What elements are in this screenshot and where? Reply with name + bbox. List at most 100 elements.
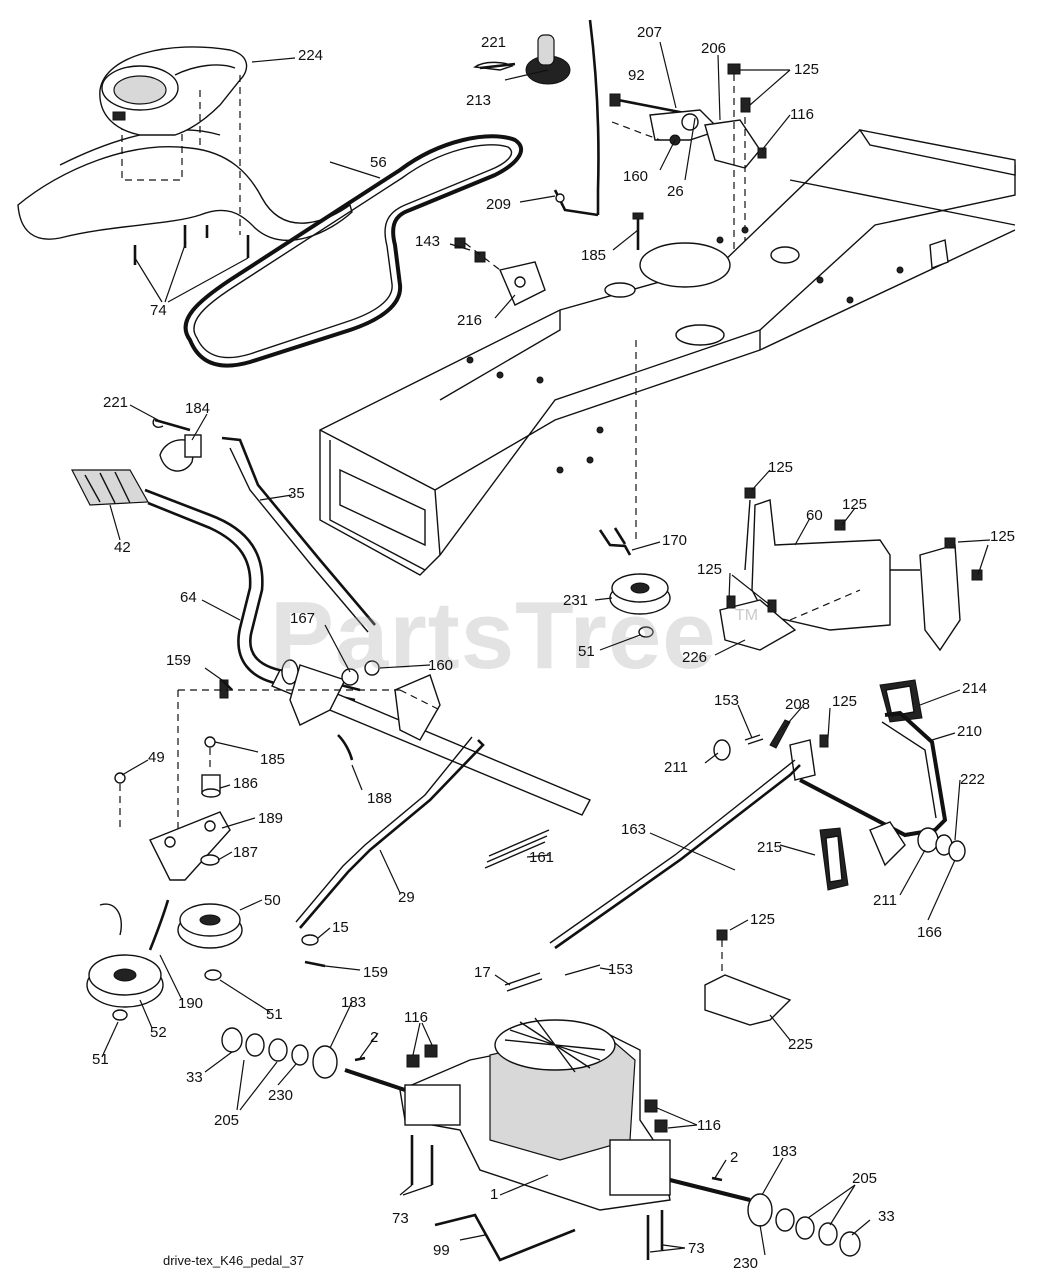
label-125: 125: [794, 61, 819, 78]
part-209-lever-rod: [553, 19, 600, 217]
label-1: 1: [490, 1186, 498, 1203]
part-213-knob: [525, 34, 571, 85]
fender-body: [17, 109, 353, 241]
label-50: 50: [264, 892, 281, 909]
label-2-right: 2: [730, 1149, 738, 1166]
label-33: 33: [186, 1069, 203, 1086]
label-73-right: 73: [688, 1240, 705, 1257]
part-189-plate: [149, 811, 231, 881]
part-190-spring: [99, 899, 170, 951]
part-215-pad: [819, 827, 849, 891]
part-159-bolt-lower: [304, 960, 326, 968]
label-184: 184: [185, 400, 210, 417]
part-159-bolt-upper: [221, 679, 233, 691]
label-207: 207: [637, 24, 662, 41]
label-214: 214: [962, 680, 987, 697]
part-226-plate: [719, 595, 797, 651]
label-60: 60: [806, 507, 823, 524]
label-51-mid: 51: [266, 1006, 283, 1023]
parts-right-axle-washers: [711, 1176, 861, 1257]
label-185-lower: 185: [260, 751, 285, 768]
label-35: 35: [288, 485, 305, 502]
part-224-dash-panel: [99, 46, 248, 235]
shaft-assembly: [177, 659, 591, 880]
part-29-rod: [295, 736, 485, 929]
label-125-frame-d: 125: [697, 561, 722, 578]
label-166: 166: [917, 924, 942, 941]
label-26: 26: [667, 183, 684, 200]
part-51-nut-mid: [204, 969, 222, 981]
part-52-pulley: [86, 954, 164, 1008]
label-73: 73: [392, 1210, 409, 1227]
parts-116-73-bolts: [406, 1044, 668, 1260]
label-2: 2: [370, 1029, 378, 1046]
label-167: 167: [290, 610, 315, 627]
label-185: 185: [581, 247, 606, 264]
part-216-bracket: [499, 261, 546, 306]
label-56: 56: [370, 154, 387, 171]
label-51-left: 51: [92, 1051, 109, 1068]
label-230-right: 230: [733, 1255, 758, 1272]
part-170-arm: [598, 340, 637, 556]
part-15-washer: [301, 934, 319, 946]
label-125-frame-c: 125: [990, 528, 1015, 545]
label-188: 188: [367, 790, 392, 807]
part-143-bolts: [454, 237, 501, 271]
label-153: 153: [714, 692, 739, 709]
label-230: 230: [268, 1087, 293, 1104]
label-211: 211: [664, 759, 688, 776]
label-29: 29: [398, 889, 415, 906]
label-64: 64: [180, 589, 197, 606]
watermark: PartsTree: [270, 582, 717, 689]
label-213: 213: [466, 92, 491, 109]
part-50-pulley: [177, 903, 243, 949]
label-116: 116: [790, 106, 814, 123]
label-161: 161: [529, 849, 554, 866]
label-17: 17: [474, 964, 491, 981]
label-42: 42: [114, 539, 131, 556]
label-222: 222: [960, 771, 985, 788]
frame-chassis: [319, 128, 1016, 576]
part-214-pad: [879, 679, 923, 723]
label-225: 225: [788, 1036, 813, 1053]
label-231: 231: [563, 592, 588, 609]
label-125-lower: 125: [750, 911, 775, 928]
label-52: 52: [150, 1024, 167, 1041]
label-206: 206: [701, 40, 726, 57]
label-49: 49: [148, 749, 165, 766]
part-225-bracket: [704, 929, 792, 1026]
label-216: 216: [457, 312, 482, 329]
label-51-idler: 51: [578, 643, 595, 660]
label-153-lower: 153: [608, 961, 633, 978]
label-160-lever: 160: [428, 657, 453, 674]
label-224: 224: [298, 47, 323, 64]
label-186: 186: [233, 775, 258, 792]
label-92: 92: [628, 67, 645, 84]
part-35-rod: [221, 436, 376, 633]
label-159: 159: [166, 652, 191, 669]
parts-211-222-166-washers: [713, 739, 966, 862]
part-64-lever: [144, 488, 361, 702]
part-188-rod: [337, 734, 354, 761]
label-74: 74: [150, 302, 167, 319]
label-116-trans: 116: [404, 1009, 428, 1026]
label-209: 209: [486, 196, 511, 213]
label-170: 170: [662, 532, 687, 549]
part-163-rod: [549, 759, 801, 950]
parts-185-186-187-spacer: [200, 736, 221, 866]
part-210-pedal: [799, 710, 948, 867]
label-15: 15: [332, 919, 349, 936]
label-183-right: 183: [772, 1143, 797, 1160]
leader-lines: [101, 41, 991, 1256]
part-99-rod: [434, 1213, 576, 1262]
parts-153-208-springs: [744, 719, 829, 781]
label-125-frame-a: 125: [768, 459, 793, 476]
label-210: 210: [957, 723, 982, 740]
label-221: 221: [481, 34, 506, 51]
part-161-spring: [484, 829, 550, 869]
label-159-lower: 159: [363, 964, 388, 981]
label-163: 163: [621, 821, 646, 838]
part-185-bolt-top: [632, 212, 644, 250]
part-56-drive-belt: [183, 134, 524, 368]
